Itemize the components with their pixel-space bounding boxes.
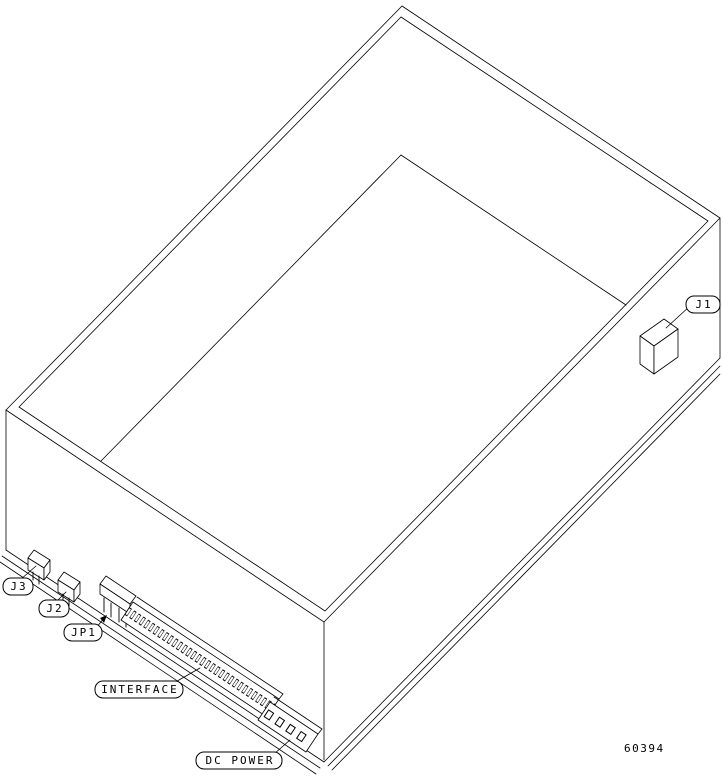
jp1-connector (99, 575, 137, 628)
j2-callout-label: J2 (46, 602, 63, 615)
dc-power-pins (263, 709, 311, 745)
callout-dc-power: DC POWER (195, 751, 283, 770)
jp1-callout-box (63, 623, 103, 642)
j2-connector (57, 571, 81, 607)
outer-rim (5, 5, 721, 623)
j3-connector (27, 549, 51, 585)
dc-power-callout-box (195, 751, 283, 770)
j1-leader-line (665, 305, 691, 329)
pcb-edge-line-3 (327, 365, 721, 767)
j3-callout-label: J3 (10, 580, 27, 593)
cover-recess-right-edge (400, 154, 627, 306)
j1-callout-box (685, 295, 721, 314)
callout-j3: J3 (2, 577, 34, 596)
part-number: 60394 (624, 742, 665, 755)
j3-pins (32, 571, 40, 585)
interface-contact-fingers (124, 607, 276, 712)
inner-rim (18, 16, 709, 612)
callout-interface: INTERFACE (94, 680, 184, 699)
dc-power-leader-line (273, 739, 291, 755)
interface-callout-label: INTERFACE (101, 683, 179, 696)
jp1-leader-arrowhead (100, 615, 107, 623)
interface-callout-box (94, 680, 184, 699)
callout-j1: J1 (685, 295, 721, 314)
j1-connector (639, 318, 679, 375)
cover-recess-left-edge (100, 154, 402, 462)
pcb-edge-line-4 (331, 373, 721, 771)
j2-callout-box (38, 599, 70, 618)
bottom-front-right-edge (323, 357, 721, 763)
interface-thickness-edge (136, 596, 284, 700)
enclosure-outline (0, 5, 721, 775)
j3-callout-box (2, 577, 34, 596)
pcb-edge-line-2 (0, 561, 317, 775)
pcb-edge-line-1 (1, 555, 321, 769)
callout-j2: J2 (38, 599, 70, 618)
dc-power-callout-label: DC POWER (206, 754, 275, 767)
j2-side-face (73, 581, 81, 603)
jp1-callout-label: JP1 (71, 626, 97, 639)
dc-power-thickness-edge (273, 696, 323, 735)
callout-jp1: JP1 (63, 623, 103, 642)
j3-side-face (43, 559, 51, 581)
dc-power-connector (257, 696, 323, 753)
interface-connector (120, 596, 284, 718)
j1-callout-label: J1 (695, 298, 712, 311)
j1-side-face (653, 328, 679, 375)
